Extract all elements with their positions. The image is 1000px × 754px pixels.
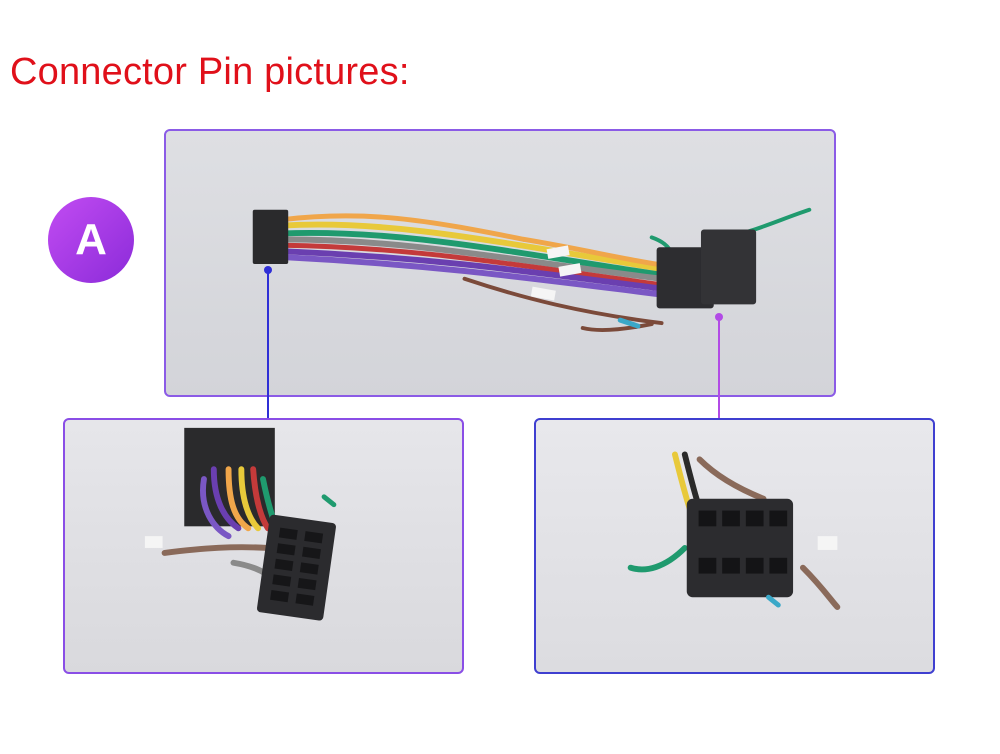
iso-connector-photo-frame xyxy=(534,418,935,674)
section-badge: A xyxy=(48,197,134,283)
sixteen-pin-photo-frame xyxy=(63,418,464,674)
sixteen-pin-photo xyxy=(144,427,337,621)
badge-letter: A xyxy=(75,215,107,264)
iso-connector-photo xyxy=(627,451,841,610)
harness-photo xyxy=(252,207,812,333)
page-title: Connector Pin pictures: xyxy=(10,51,410,93)
harness-photo-frame xyxy=(164,129,836,397)
